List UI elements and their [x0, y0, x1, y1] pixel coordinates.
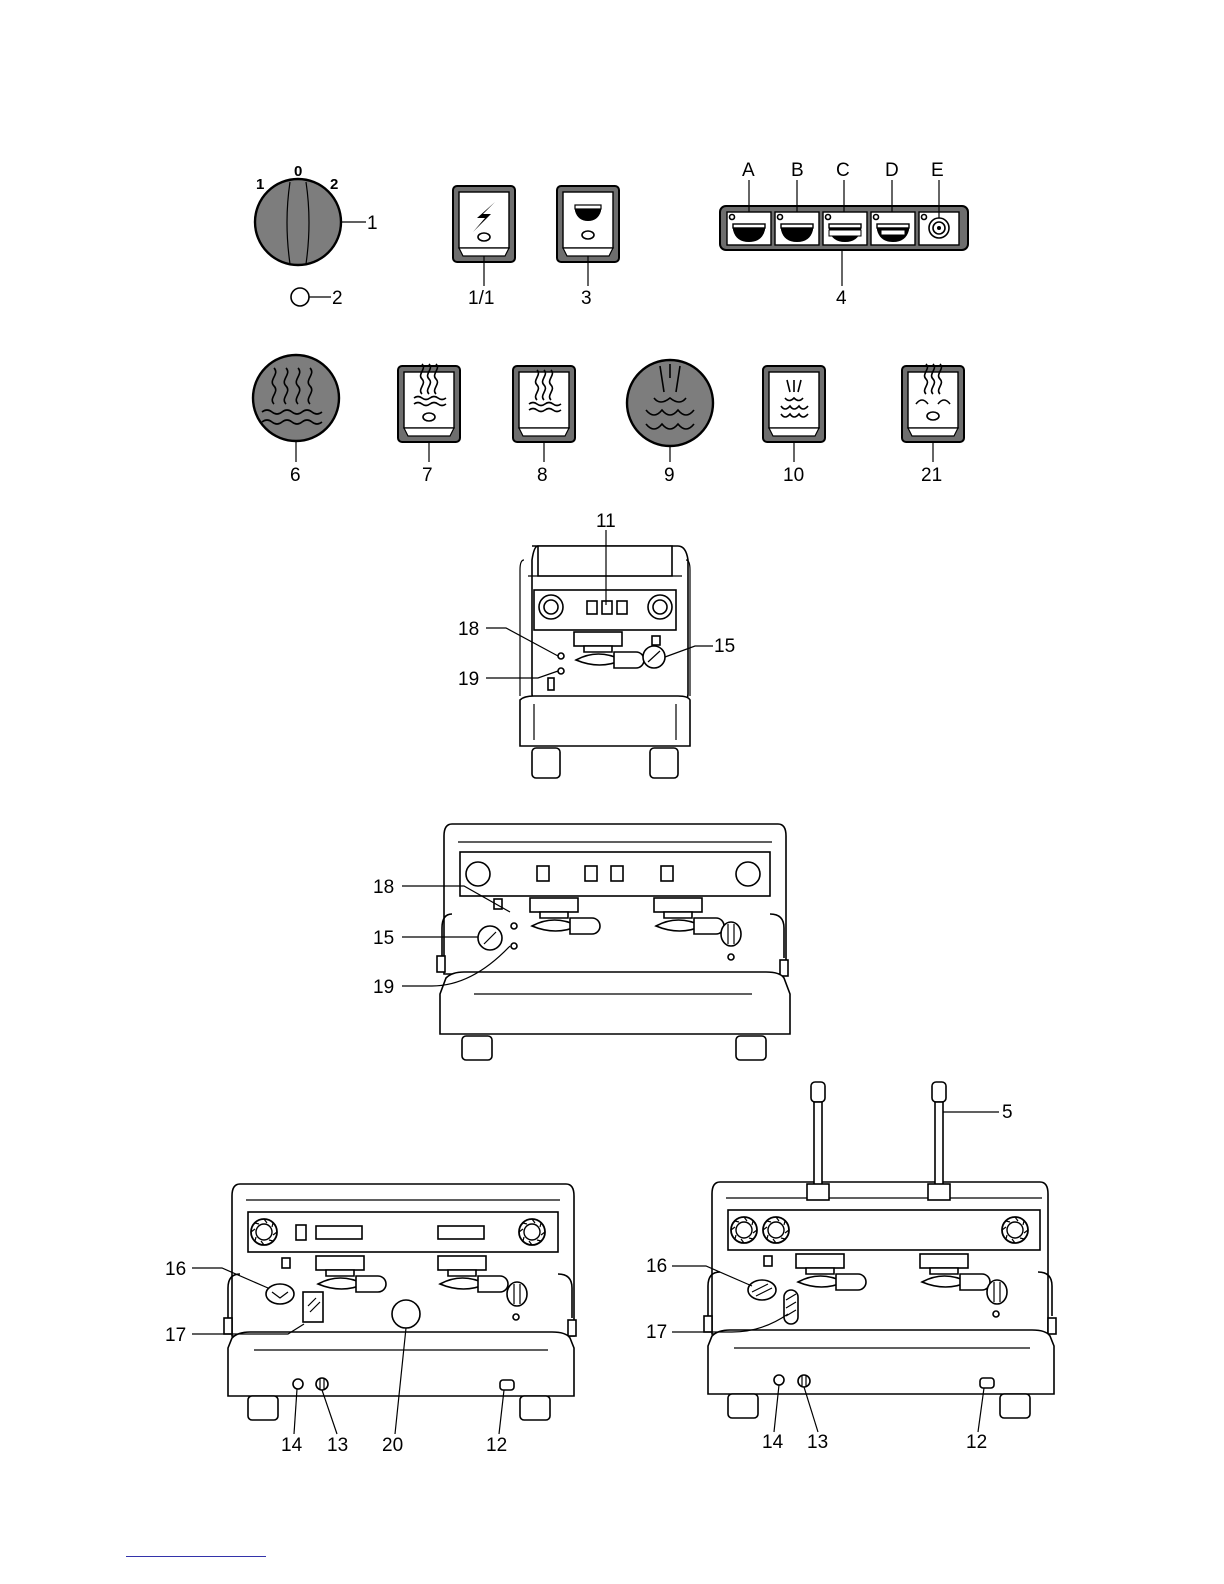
- steam-icon: [627, 360, 713, 446]
- steam-switch-icon: [763, 366, 825, 442]
- callout-B: B: [791, 160, 804, 181]
- hot-water-switch-icon: [398, 364, 460, 442]
- callout-1: 1: [367, 213, 378, 234]
- callout-17: 17: [165, 1325, 186, 1346]
- callout-14: 14: [281, 1435, 303, 1456]
- callout-E: E: [931, 160, 944, 181]
- callout-A: A: [742, 160, 755, 181]
- callout-16: 16: [646, 1256, 667, 1277]
- callout-10: 10: [783, 465, 804, 486]
- hot-water-switch-alt-icon: [902, 364, 964, 442]
- espresso-machine-2-group: [437, 824, 790, 1060]
- callout-17: 17: [646, 1322, 667, 1343]
- indicator-light-icon: [291, 288, 309, 306]
- cup-switch-icon: [557, 186, 619, 262]
- espresso-machine-1-group: [520, 546, 690, 778]
- cup-keypad-icon: [720, 206, 968, 250]
- footnote-rule: [126, 1556, 266, 1557]
- callout-1-1: 1/1: [468, 288, 494, 309]
- callout-15: 15: [373, 928, 394, 949]
- callout-12: 12: [966, 1432, 987, 1453]
- callout-5: 5: [1002, 1102, 1013, 1123]
- callout-4: 4: [836, 288, 847, 309]
- callout-3: 3: [581, 288, 592, 309]
- callout-21: 21: [921, 465, 942, 486]
- callout-7: 7: [422, 465, 433, 486]
- hot-water-icon: [253, 355, 339, 441]
- hot-water-switch-plain-icon: [513, 366, 575, 442]
- callout-8: 8: [537, 465, 548, 486]
- callout-6: 6: [290, 465, 301, 486]
- callout-16: 16: [165, 1259, 186, 1280]
- espresso-machine-2-group-lever: [704, 1082, 1056, 1418]
- selector-position-1: 1: [256, 176, 264, 193]
- callout-13: 13: [807, 1432, 828, 1453]
- callout-14: 14: [762, 1432, 784, 1453]
- callout-20: 20: [382, 1435, 403, 1456]
- callout-12: 12: [486, 1435, 507, 1456]
- callout-13: 13: [327, 1435, 348, 1456]
- rotary-selector-icon: [255, 179, 341, 265]
- callout-9: 9: [664, 465, 675, 486]
- callout-15: 15: [714, 636, 735, 657]
- callout-18: 18: [458, 619, 479, 640]
- callout-D: D: [885, 160, 899, 181]
- callout-18: 18: [373, 877, 394, 898]
- selector-position-2: 2: [330, 176, 338, 193]
- callout-C: C: [836, 160, 850, 181]
- callout-11: 11: [596, 511, 616, 532]
- callout-2: 2: [332, 288, 343, 309]
- selector-position-0: 0: [294, 163, 302, 180]
- callout-19: 19: [373, 977, 394, 998]
- lightning-switch-icon: [453, 186, 515, 262]
- callout-19: 19: [458, 669, 479, 690]
